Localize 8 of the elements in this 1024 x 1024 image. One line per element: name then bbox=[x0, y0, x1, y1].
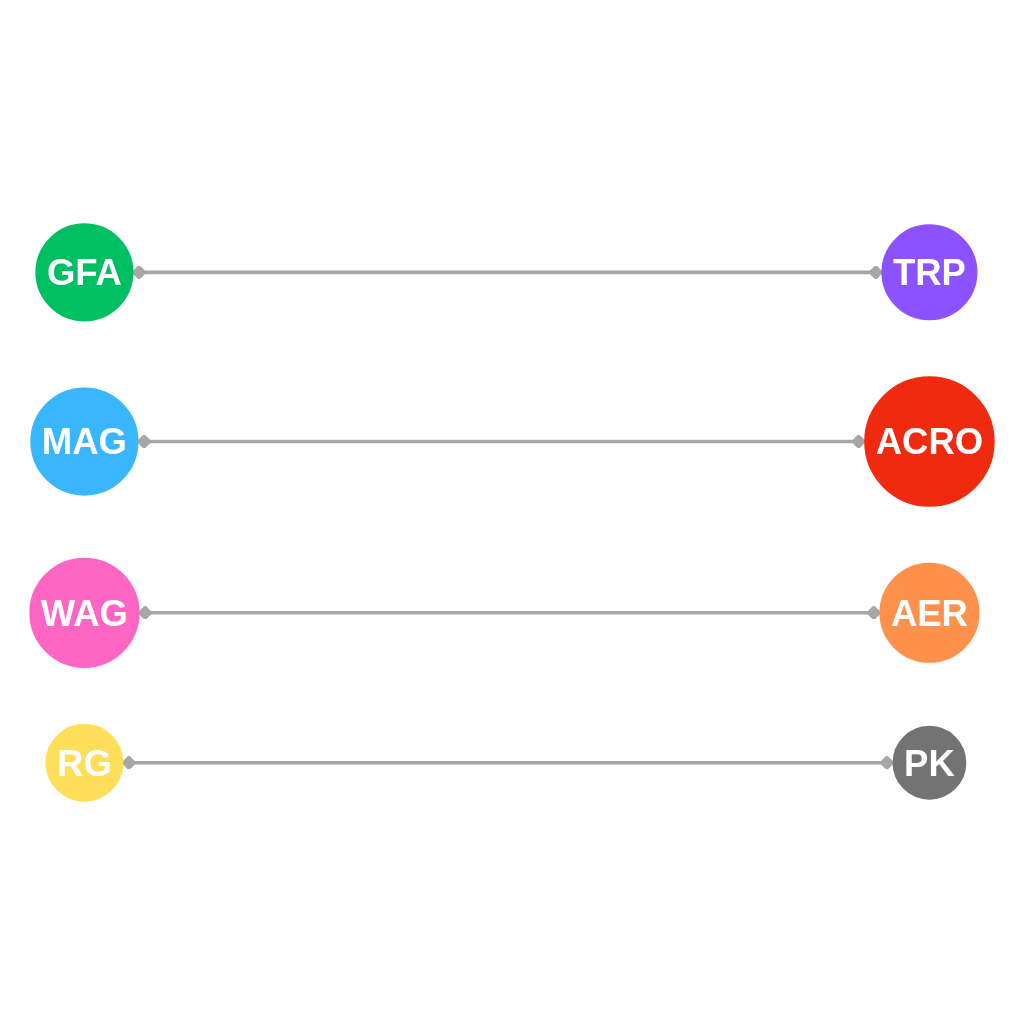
node-circle: WAG bbox=[29, 557, 140, 668]
node-circle: AER bbox=[879, 562, 980, 663]
node-circle: ACRO bbox=[864, 375, 995, 507]
node-circle: GFA bbox=[35, 222, 134, 321]
node-circle: MAG bbox=[30, 386, 139, 496]
node-circle: RG bbox=[45, 723, 124, 802]
node-circle: TRP bbox=[881, 223, 978, 320]
node-circle: PK bbox=[892, 725, 967, 800]
